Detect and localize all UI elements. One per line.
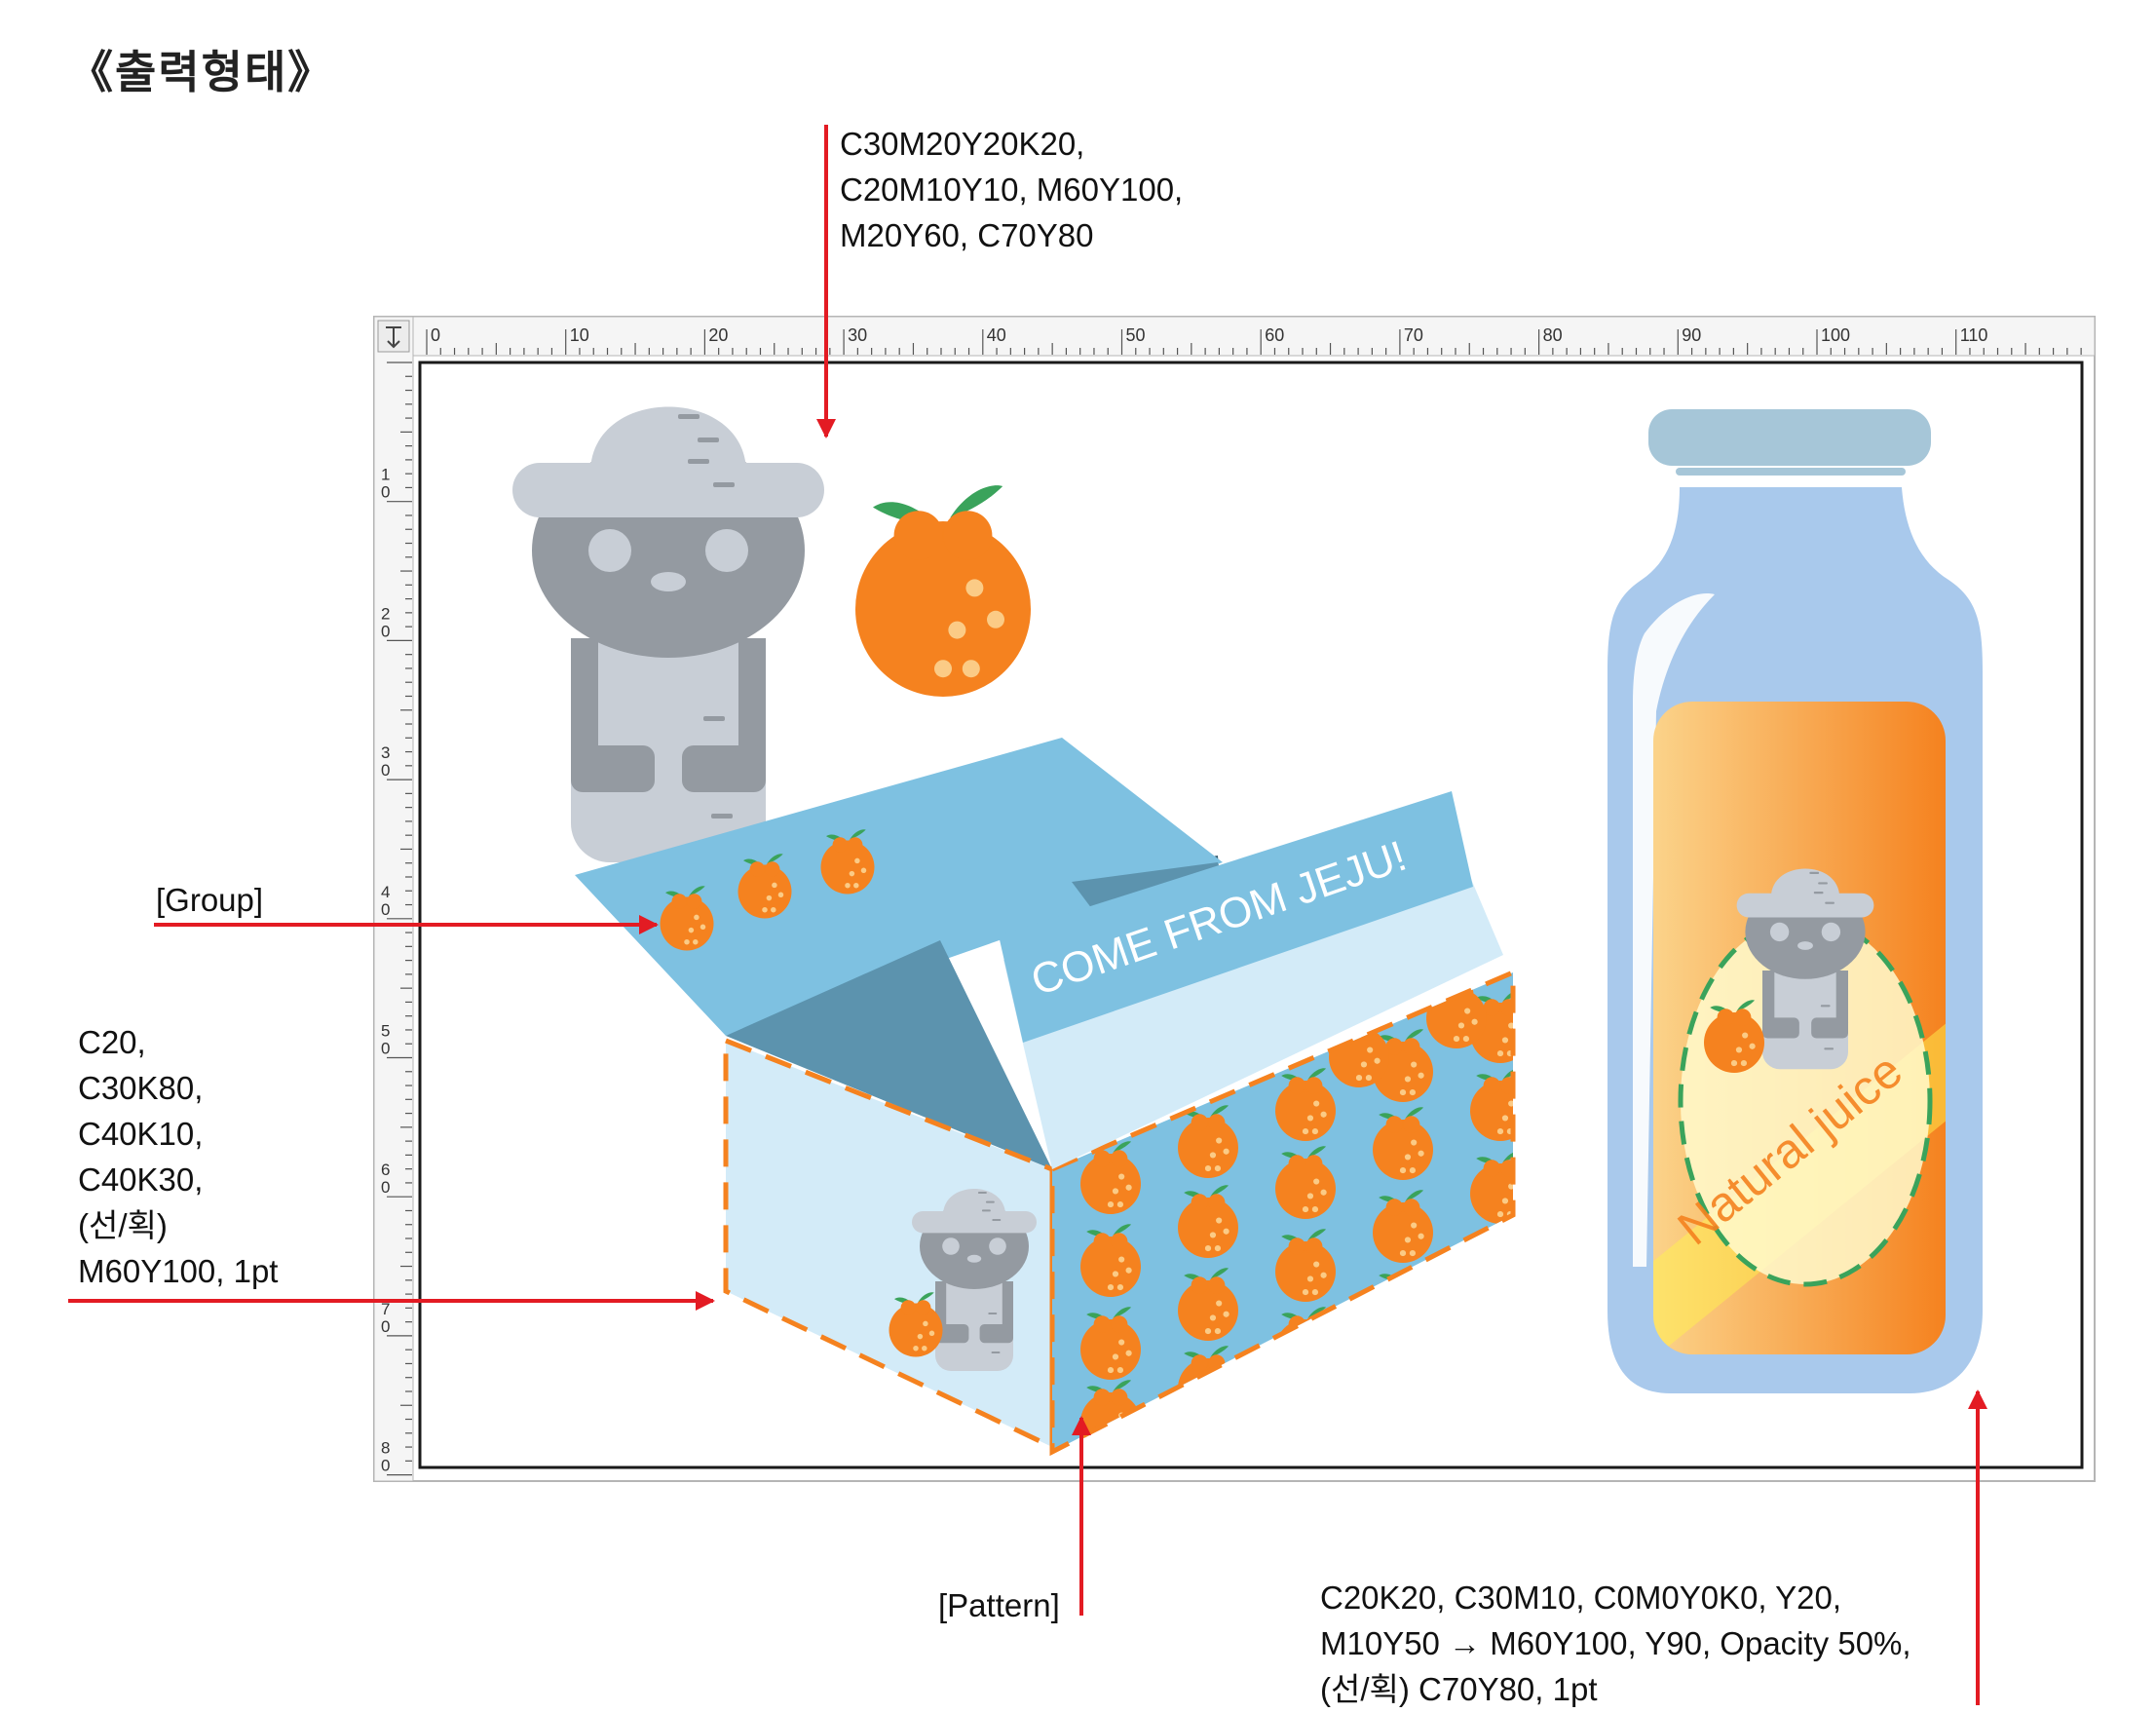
page-title: 《출력형태》 (68, 46, 335, 98)
juice-bottle-illustration: Natural juice (1608, 409, 1983, 1393)
horizontal-ruler: 0 10 20 30 40 50 60 70 80 90 100 110 (426, 325, 2082, 355)
note-bottom-line-2: M10Y50 → M60Y100, Y90, Opacity 50%, (1320, 1625, 1911, 1661)
ruler-label: 20 (708, 325, 728, 345)
ruler-label: 3 (381, 743, 390, 762)
note-top-line-2: C20M10Y10, M60Y100, (840, 171, 1184, 208)
ruler-label: 2 (381, 604, 390, 623)
ruler-label: 0 (381, 483, 390, 502)
ruler-frame (373, 316, 2096, 1482)
note-bottom: C20K20, C30M10, C0M0Y0K0, Y20, M10Y50 → … (1320, 1575, 1911, 1712)
ruler-label: 0 (381, 1457, 390, 1475)
note-group: [Group] (156, 882, 264, 918)
note-top: C30M20Y20K20, C20M10Y10, M60Y100, M20Y60… (840, 121, 1183, 258)
ruler-label: 4 (381, 883, 390, 901)
ruler-label: 10 (570, 325, 589, 345)
ruler-label: 80 (1543, 325, 1563, 345)
ruler-label: 0 (381, 900, 390, 919)
ruler-label: 8 (381, 1439, 390, 1458)
ruler-label: 110 (1960, 325, 1988, 345)
ruler-label: 6 (381, 1161, 390, 1179)
note-left-line-2: C30K80, (78, 1070, 204, 1106)
note-bottom-line-1: C20K20, C30M10, C0M0Y0K0, Y20, (1320, 1580, 1842, 1616)
note-left-line-4: C40K30, (78, 1161, 204, 1198)
ruler-label: 60 (1265, 325, 1284, 345)
ruler-label: 100 (1821, 325, 1850, 345)
ruler-label: 70 (1404, 325, 1423, 345)
ruler-label: 50 (1126, 325, 1146, 345)
note-bottom-line-3: (선/획) C70Y80, 1pt (1320, 1671, 1598, 1707)
ruler-label: 30 (848, 325, 867, 345)
ruler-label: 90 (1682, 325, 1701, 345)
note-left-line-1: C20, (78, 1024, 146, 1060)
ruler-label: 0 (381, 622, 390, 640)
note-top-line-3: M20Y60, C70Y80 (840, 217, 1094, 253)
note-pattern: [Pattern] (938, 1587, 1060, 1623)
note-left-line-5: (선/획) (78, 1207, 168, 1243)
ruler-label: 0 (381, 1317, 390, 1336)
note-left: C20, C30K80, C40K10, C40K30, (선/획) M60Y1… (78, 1019, 278, 1294)
ruler-label: 0 (381, 1040, 390, 1058)
note-left-line-3: C40K10, (78, 1116, 204, 1152)
ruler-label: 0 (431, 325, 440, 345)
note-top-line-1: C30M20Y20K20, (840, 126, 1085, 162)
annotation-arrows (68, 125, 1987, 1705)
ruler-label: 1 (381, 466, 390, 484)
ruler-label: 5 (381, 1022, 390, 1041)
ruler-label: 40 (987, 325, 1006, 345)
box-illustration: COME FROM JEJU! (575, 738, 1516, 1457)
ruler-label: 0 (381, 761, 390, 780)
note-left-line-6: M60Y100, 1pt (78, 1253, 279, 1289)
ruler-label: 7 (381, 1300, 390, 1318)
ruler-label: 0 (381, 1178, 390, 1197)
